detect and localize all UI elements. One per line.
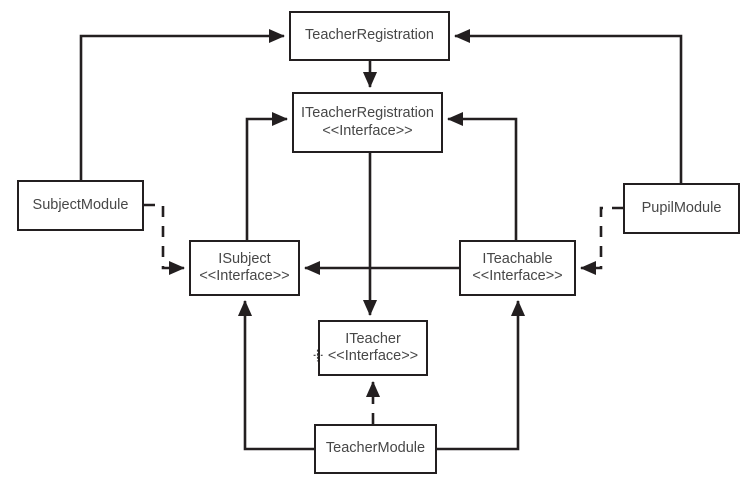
node-stereotype: <<Interface>> — [327, 348, 419, 364]
node-stereotype: <<Interface>> — [199, 268, 290, 284]
node-stereotype: <<Interface>> — [322, 122, 413, 139]
node-label: ITeacher — [345, 330, 401, 347]
node-label: ITeacherRegistration — [301, 105, 434, 122]
edge-teachermodule-to-isubject — [237, 300, 314, 451]
node-label: TeacherRegistration — [305, 27, 434, 44]
node-label: ITeachable — [482, 250, 553, 267]
edge-iteachable-to-iteacherregistration — [447, 111, 518, 240]
node-stereotype: <<Interface>> — [472, 268, 563, 284]
node-pupil-module[interactable]: PupilModule — [623, 183, 740, 234]
node-label: SubjectModule — [32, 196, 129, 213]
node-teacher-registration[interactable]: TeacherRegistration — [289, 11, 450, 61]
edge-pupilmodule-to-iteachable — [580, 206, 623, 276]
edge-subjectmodule-to-isubject — [144, 203, 185, 276]
edge-subjectmodule-to-teacherregistration — [79, 28, 285, 180]
edge-pupilmodule-to-teacherregistration — [454, 28, 683, 183]
node-label: ISubject — [218, 250, 271, 267]
node-subject-module[interactable]: SubjectModule — [17, 180, 144, 231]
node-iteacher[interactable]: ITeacher <<Interface>> — [318, 320, 428, 376]
node-teacher-module[interactable]: TeacherModule — [314, 424, 437, 474]
node-label: PupilModule — [641, 199, 722, 216]
edge-teachermodule-to-iteachable — [437, 300, 526, 451]
node-iteacher-registration[interactable]: ITeacherRegistration <<Interface>> — [292, 92, 443, 153]
node-iteachable[interactable]: ITeachable <<Interface>> — [459, 240, 576, 296]
node-isubject[interactable]: ISubject <<Interface>> — [189, 240, 300, 296]
edge-isubject-to-iteacherregistration — [245, 111, 288, 240]
node-label: TeacherModule — [325, 440, 426, 457]
